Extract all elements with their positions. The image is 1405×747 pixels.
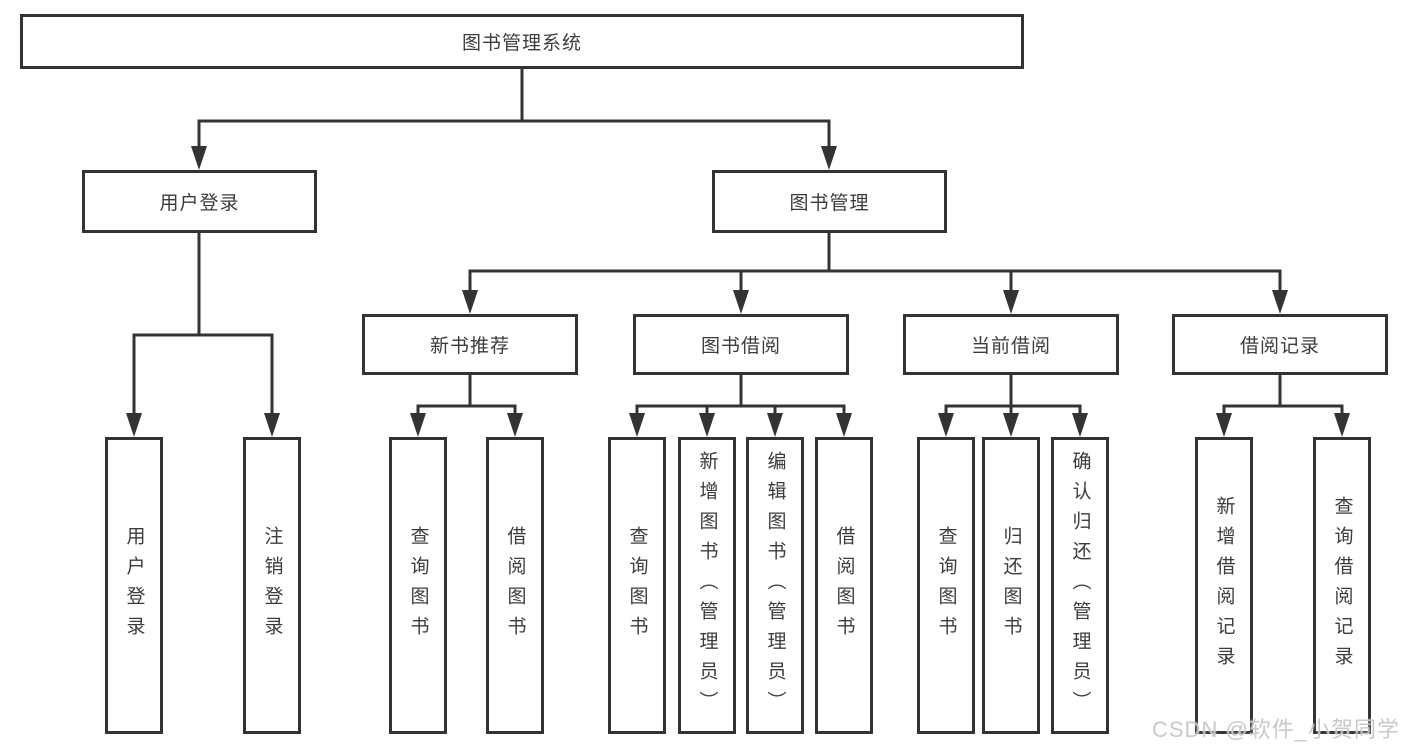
leaf-confirm-return-admin: 确认归还（管理员） [1051, 437, 1109, 734]
node-label: 图书借阅 [700, 336, 781, 357]
leaf-label: 查询图书 [407, 525, 429, 646]
leaf-label: 归还图书 [1000, 525, 1022, 646]
node-label: 用户登录 [159, 193, 240, 214]
leaf-label: 查询图书 [626, 525, 648, 646]
node-borrowing-records: 借阅记录 [1172, 314, 1388, 375]
node-root-system: 图书管理系统 [20, 14, 1024, 69]
leaf-label: 注销登录 [261, 525, 283, 646]
leaf-user-login: 用户登录 [105, 437, 163, 734]
leaf-edit-books-admin: 编辑图书（管理员） [746, 437, 804, 734]
node-user-login-branch: 用户登录 [82, 170, 317, 233]
node-book-management-branch: 图书管理 [712, 170, 947, 233]
leaf-label: 查询借阅记录 [1331, 495, 1353, 676]
leaf-query-borrow-record: 查询借阅记录 [1313, 437, 1371, 734]
leaf-label: 借阅图书 [833, 525, 855, 646]
node-book-borrowing: 图书借阅 [633, 314, 849, 375]
leaf-logout: 注销登录 [243, 437, 301, 734]
node-current-borrowing: 当前借阅 [903, 314, 1119, 375]
watermark: CSDN @软件_小贺同学 [1152, 717, 1401, 742]
node-new-book-recommendation: 新书推荐 [362, 314, 578, 375]
leaf-label: 借阅图书 [504, 525, 526, 646]
leaf-borrow-books: 借阅图书 [815, 437, 873, 734]
leaf-label: 编辑图书（管理员） [764, 450, 786, 721]
leaf-label: 新增借阅记录 [1213, 495, 1235, 676]
leaf-return-books: 归还图书 [982, 437, 1040, 734]
leaf-label: 用户登录 [123, 525, 145, 646]
leaf-query-books: 查询图书 [917, 437, 975, 734]
node-label: 当前借阅 [970, 336, 1051, 357]
leaf-add-books-admin: 新增图书（管理员） [678, 437, 736, 734]
leaf-query-books: 查询图书 [389, 437, 447, 734]
node-root-label: 图书管理系统 [461, 33, 582, 54]
node-label: 借阅记录 [1239, 336, 1320, 357]
leaf-add-borrow-record: 新增借阅记录 [1195, 437, 1253, 734]
leaf-query-books: 查询图书 [608, 437, 666, 734]
node-label: 图书管理 [789, 193, 870, 214]
leaf-borrow-books: 借阅图书 [486, 437, 544, 734]
leaf-label: 查询图书 [935, 525, 957, 646]
leaf-label: 确认归还（管理员） [1069, 450, 1091, 721]
node-label: 新书推荐 [429, 336, 510, 357]
leaf-label: 新增图书（管理员） [696, 450, 718, 721]
